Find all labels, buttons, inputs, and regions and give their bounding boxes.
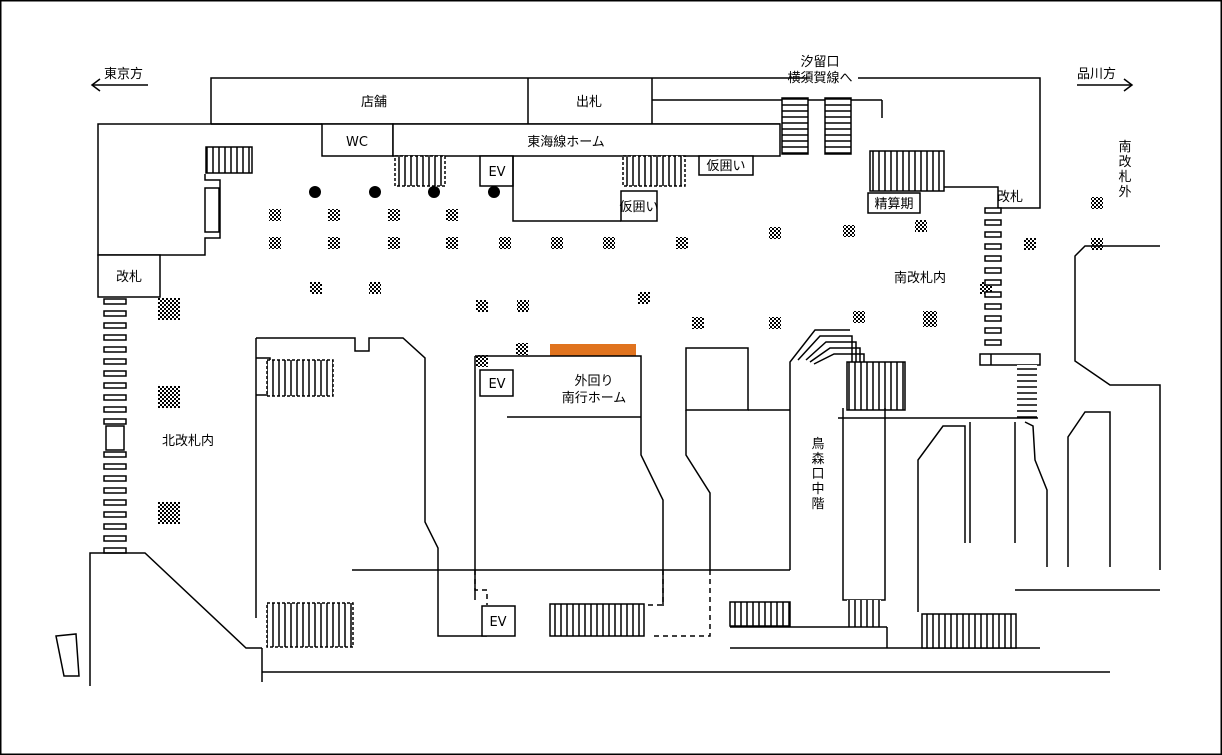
- middle-block: [685, 347, 749, 411]
- small-wedge: [55, 633, 80, 677]
- north-gate-inside-label: 北改札内: [162, 433, 214, 449]
- stairs-shiodome-2: [824, 97, 852, 155]
- stairs-south-right: [1017, 365, 1037, 421]
- north-gate-box: [97, 254, 161, 298]
- tokaido-platform-box: [392, 123, 781, 157]
- south-gate-turnstiles: [979, 207, 1041, 366]
- pillar-dot: [369, 186, 381, 198]
- karasumori-mezzanine-label: 鳥 森 口 中 階: [811, 437, 824, 512]
- ev-middle-box: [479, 369, 514, 397]
- exit-gate-label: 出札: [576, 95, 602, 110]
- svg-text:改: 改: [1118, 155, 1131, 170]
- stairs-lower-middle: [729, 601, 791, 627]
- stairs-shiodome-1: [781, 97, 809, 155]
- svg-text:口: 口: [811, 467, 824, 482]
- fare-adjustment-label: 精算期: [874, 197, 913, 212]
- shinagawa-direction-arrow: [1077, 78, 1134, 92]
- north-gate-turnstiles: [103, 298, 127, 554]
- ev-lower-box: [481, 605, 516, 637]
- fare-adjustment-box: [867, 192, 921, 214]
- temp-enclosure-label-1: 仮囲い: [619, 200, 658, 215]
- yokosuka-line-label: 横須賀線へ: [787, 70, 852, 86]
- shinagawa-direction-label: 品川方: [1077, 66, 1116, 82]
- stairs-south-gate: [869, 150, 945, 192]
- wc-label: WC: [346, 135, 368, 150]
- svg-text:森: 森: [811, 452, 824, 467]
- shiodome-exit-label: 汐留口: [800, 54, 839, 70]
- pillar-dot: [488, 186, 500, 198]
- stairs-karasumori-lower: [847, 600, 881, 627]
- temp-enclosure-box-1: [620, 190, 658, 222]
- svg-text:階: 階: [811, 497, 824, 512]
- highlight-bar: [550, 344, 636, 356]
- ev-middle-label: EV: [488, 377, 505, 392]
- sotomawari-label: 外回り: [574, 374, 613, 389]
- svg-text:中: 中: [811, 482, 824, 497]
- pillar-group: [158, 197, 1103, 524]
- stairs-left-lower: [266, 602, 354, 648]
- stairs-center-lower: [549, 603, 645, 637]
- south-gate-inside-label: 南改札内: [894, 270, 946, 286]
- svg-text:鳥: 鳥: [811, 437, 824, 452]
- tokyo-direction-label: 東京方: [104, 66, 143, 82]
- stairs-left-upper: [266, 359, 334, 397]
- tokaido-platform-label: 東海線ホーム: [527, 134, 605, 150]
- ev-lower-label: EV: [489, 615, 506, 630]
- svg-text:南: 南: [1118, 139, 1131, 155]
- southbound-platform-label: 南行ホーム: [562, 390, 627, 406]
- stairs-tokaido-1: [394, 155, 446, 187]
- stairs-right-lower: [921, 613, 1017, 649]
- svg-text:札: 札: [1118, 170, 1131, 185]
- pillar-dot: [309, 186, 321, 198]
- stairs-top-left: [205, 146, 253, 174]
- shop-label: 店舗: [361, 95, 387, 110]
- ev-upper-label: EV: [488, 165, 505, 180]
- tokyo-direction-arrow: [90, 78, 148, 92]
- south-gate-label: 改札: [997, 190, 1023, 205]
- stairs-tokaido-2: [622, 155, 686, 187]
- pillar-dot: [428, 186, 440, 198]
- wc-box: [321, 123, 394, 157]
- svg-text:外: 外: [1118, 185, 1131, 200]
- temp-enclosure-label-2: 仮囲い: [706, 159, 745, 174]
- south-gate-outside-label: 南 改 札 外: [1118, 139, 1131, 200]
- north-gate-label: 改札: [116, 270, 142, 285]
- temp-enclosure-box-2: [698, 155, 754, 176]
- stairs-karasumori-upper: [846, 361, 906, 411]
